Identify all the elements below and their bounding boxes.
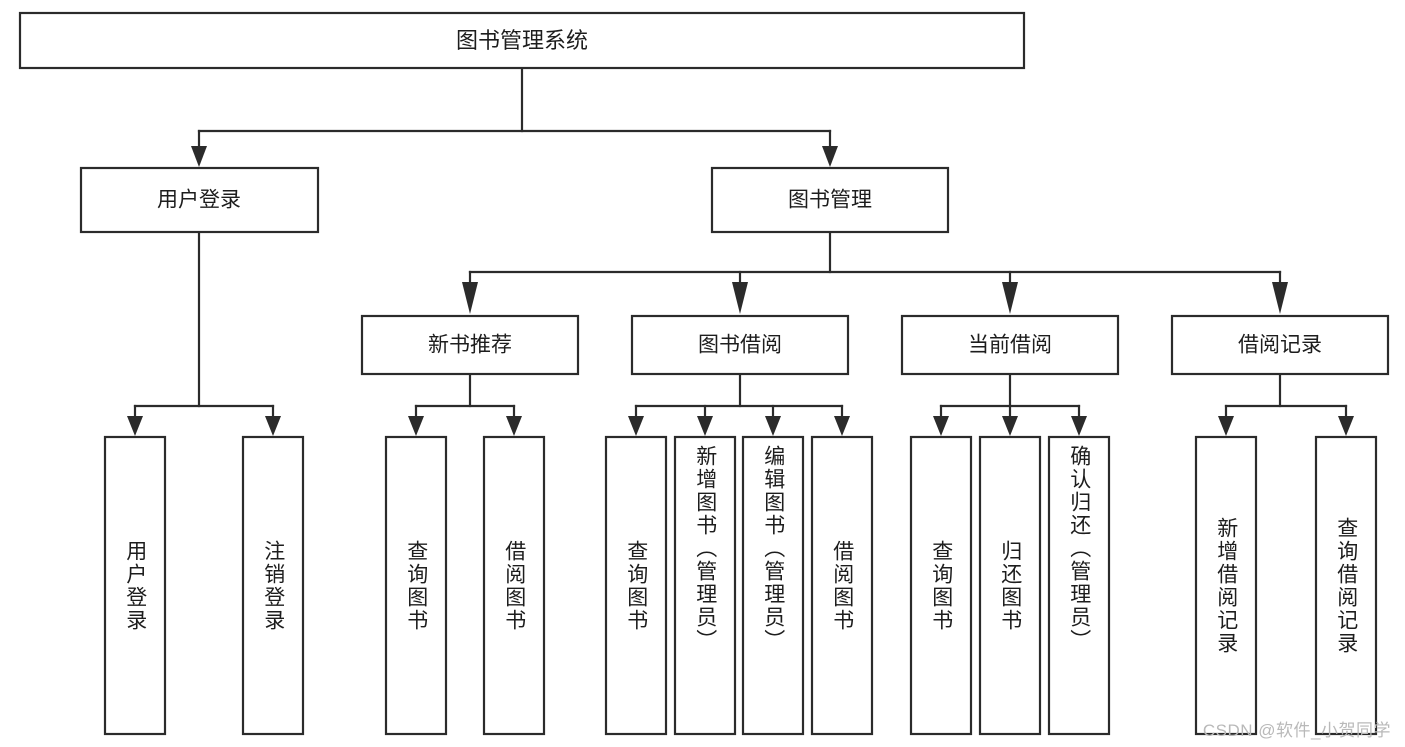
connectors-user-login-to-leaves: [127, 230, 281, 436]
arrowhead-nb-leaf-1: [408, 416, 424, 436]
arrowhead-to-new-book: [462, 282, 478, 314]
arrowhead-ul-leaf-2: [265, 416, 281, 436]
arrowhead-bb-leaf-3: [765, 416, 781, 436]
node-book-borrow[interactable]: 图书借阅: [630, 314, 850, 376]
leaf-box-bb-edit-book-admin[interactable]: [741, 435, 805, 736]
node-book-management[interactable]: 图书管理: [710, 166, 950, 234]
leaf-boxes-book-borrow: [604, 435, 874, 736]
connectors-book-mgmt-to-level3: [462, 230, 1288, 314]
node-book-borrow-box[interactable]: [630, 314, 850, 376]
arrowhead-to-current-borrow: [1002, 282, 1018, 314]
arrowhead-cb-leaf-1: [933, 416, 949, 436]
arrowhead-to-book-mgmt: [822, 146, 838, 167]
leaf-box-br-query-record[interactable]: [1314, 435, 1378, 736]
node-borrow-record-label: 借阅记录: [1238, 334, 1322, 357]
leaf-boxes-borrow-record: [1194, 435, 1378, 736]
leaf-box-nb-borrow-book[interactable]: [482, 435, 546, 736]
arrowhead-bb-leaf-2: [697, 416, 713, 436]
arrowhead-to-book-borrow: [732, 282, 748, 314]
arrowhead-nb-leaf-2: [506, 416, 522, 436]
node-user-login-label: 用户登录: [157, 189, 241, 212]
leaf-box-nb-query-book[interactable]: [384, 435, 448, 736]
node-book-management-label: 图书管理: [788, 189, 872, 212]
leaf-box-bb-borrow-book[interactable]: [810, 435, 874, 736]
node-root-system[interactable]: 图书管理系统: [18, 11, 1026, 70]
leaf-box-cb-return-book[interactable]: [978, 435, 1042, 736]
connectors-book-borrow-to-leaves: [628, 372, 850, 436]
node-new-book-recommend-label: 新书推荐: [428, 334, 512, 357]
arrowhead-bb-leaf-1: [628, 416, 644, 436]
node-current-borrow-label: 当前借阅: [968, 334, 1052, 357]
node-root-system-label: 图书管理系统: [456, 28, 588, 53]
leaf-box-cb-confirm-return-admin[interactable]: [1047, 435, 1111, 736]
arrowhead-ul-leaf-1: [127, 416, 143, 436]
node-root-system-box[interactable]: [18, 11, 1026, 70]
connectors-current-borrow-to-leaves: [933, 372, 1087, 436]
arrowhead-to-borrow-record: [1272, 282, 1288, 314]
node-current-borrow[interactable]: 当前借阅: [900, 314, 1120, 376]
node-user-login[interactable]: 用户登录: [79, 166, 320, 234]
leaf-box-user-login-logout[interactable]: [241, 435, 305, 736]
leaf-box-bb-add-book-admin[interactable]: [673, 435, 737, 736]
node-borrow-record-box[interactable]: [1170, 314, 1390, 376]
arrowhead-br-leaf-2: [1338, 416, 1354, 436]
leaf-box-cb-query-book[interactable]: [909, 435, 973, 736]
arrowhead-cb-leaf-2: [1002, 416, 1018, 436]
connectors-new-book-to-leaves: [408, 372, 522, 436]
node-user-login-box[interactable]: [79, 166, 320, 234]
arrowhead-br-leaf-1: [1218, 416, 1234, 436]
node-borrow-record[interactable]: 借阅记录: [1170, 314, 1390, 376]
leaf-box-bb-query-book[interactable]: [604, 435, 668, 736]
arrowhead-bb-leaf-4: [834, 416, 850, 436]
leaf-boxes-current-borrow: [909, 435, 1111, 736]
connectors-borrow-record-to-leaves: [1218, 372, 1354, 436]
leaf-boxes-user-login: [103, 435, 305, 736]
node-book-management-box[interactable]: [710, 166, 950, 234]
connectors-root-to-level2: [191, 66, 838, 167]
arrowhead-cb-leaf-3: [1071, 416, 1087, 436]
node-book-borrow-label: 图书借阅: [698, 334, 782, 357]
leaf-box-br-add-record[interactable]: [1194, 435, 1258, 736]
node-new-book-recommend-box[interactable]: [360, 314, 580, 376]
node-current-borrow-box[interactable]: [900, 314, 1120, 376]
leaf-boxes-new-book-recommend: [384, 435, 546, 736]
leaf-box-user-login-login[interactable]: [103, 435, 167, 736]
arrowhead-to-user-login: [191, 146, 207, 167]
node-new-book-recommend[interactable]: 新书推荐: [360, 314, 580, 376]
